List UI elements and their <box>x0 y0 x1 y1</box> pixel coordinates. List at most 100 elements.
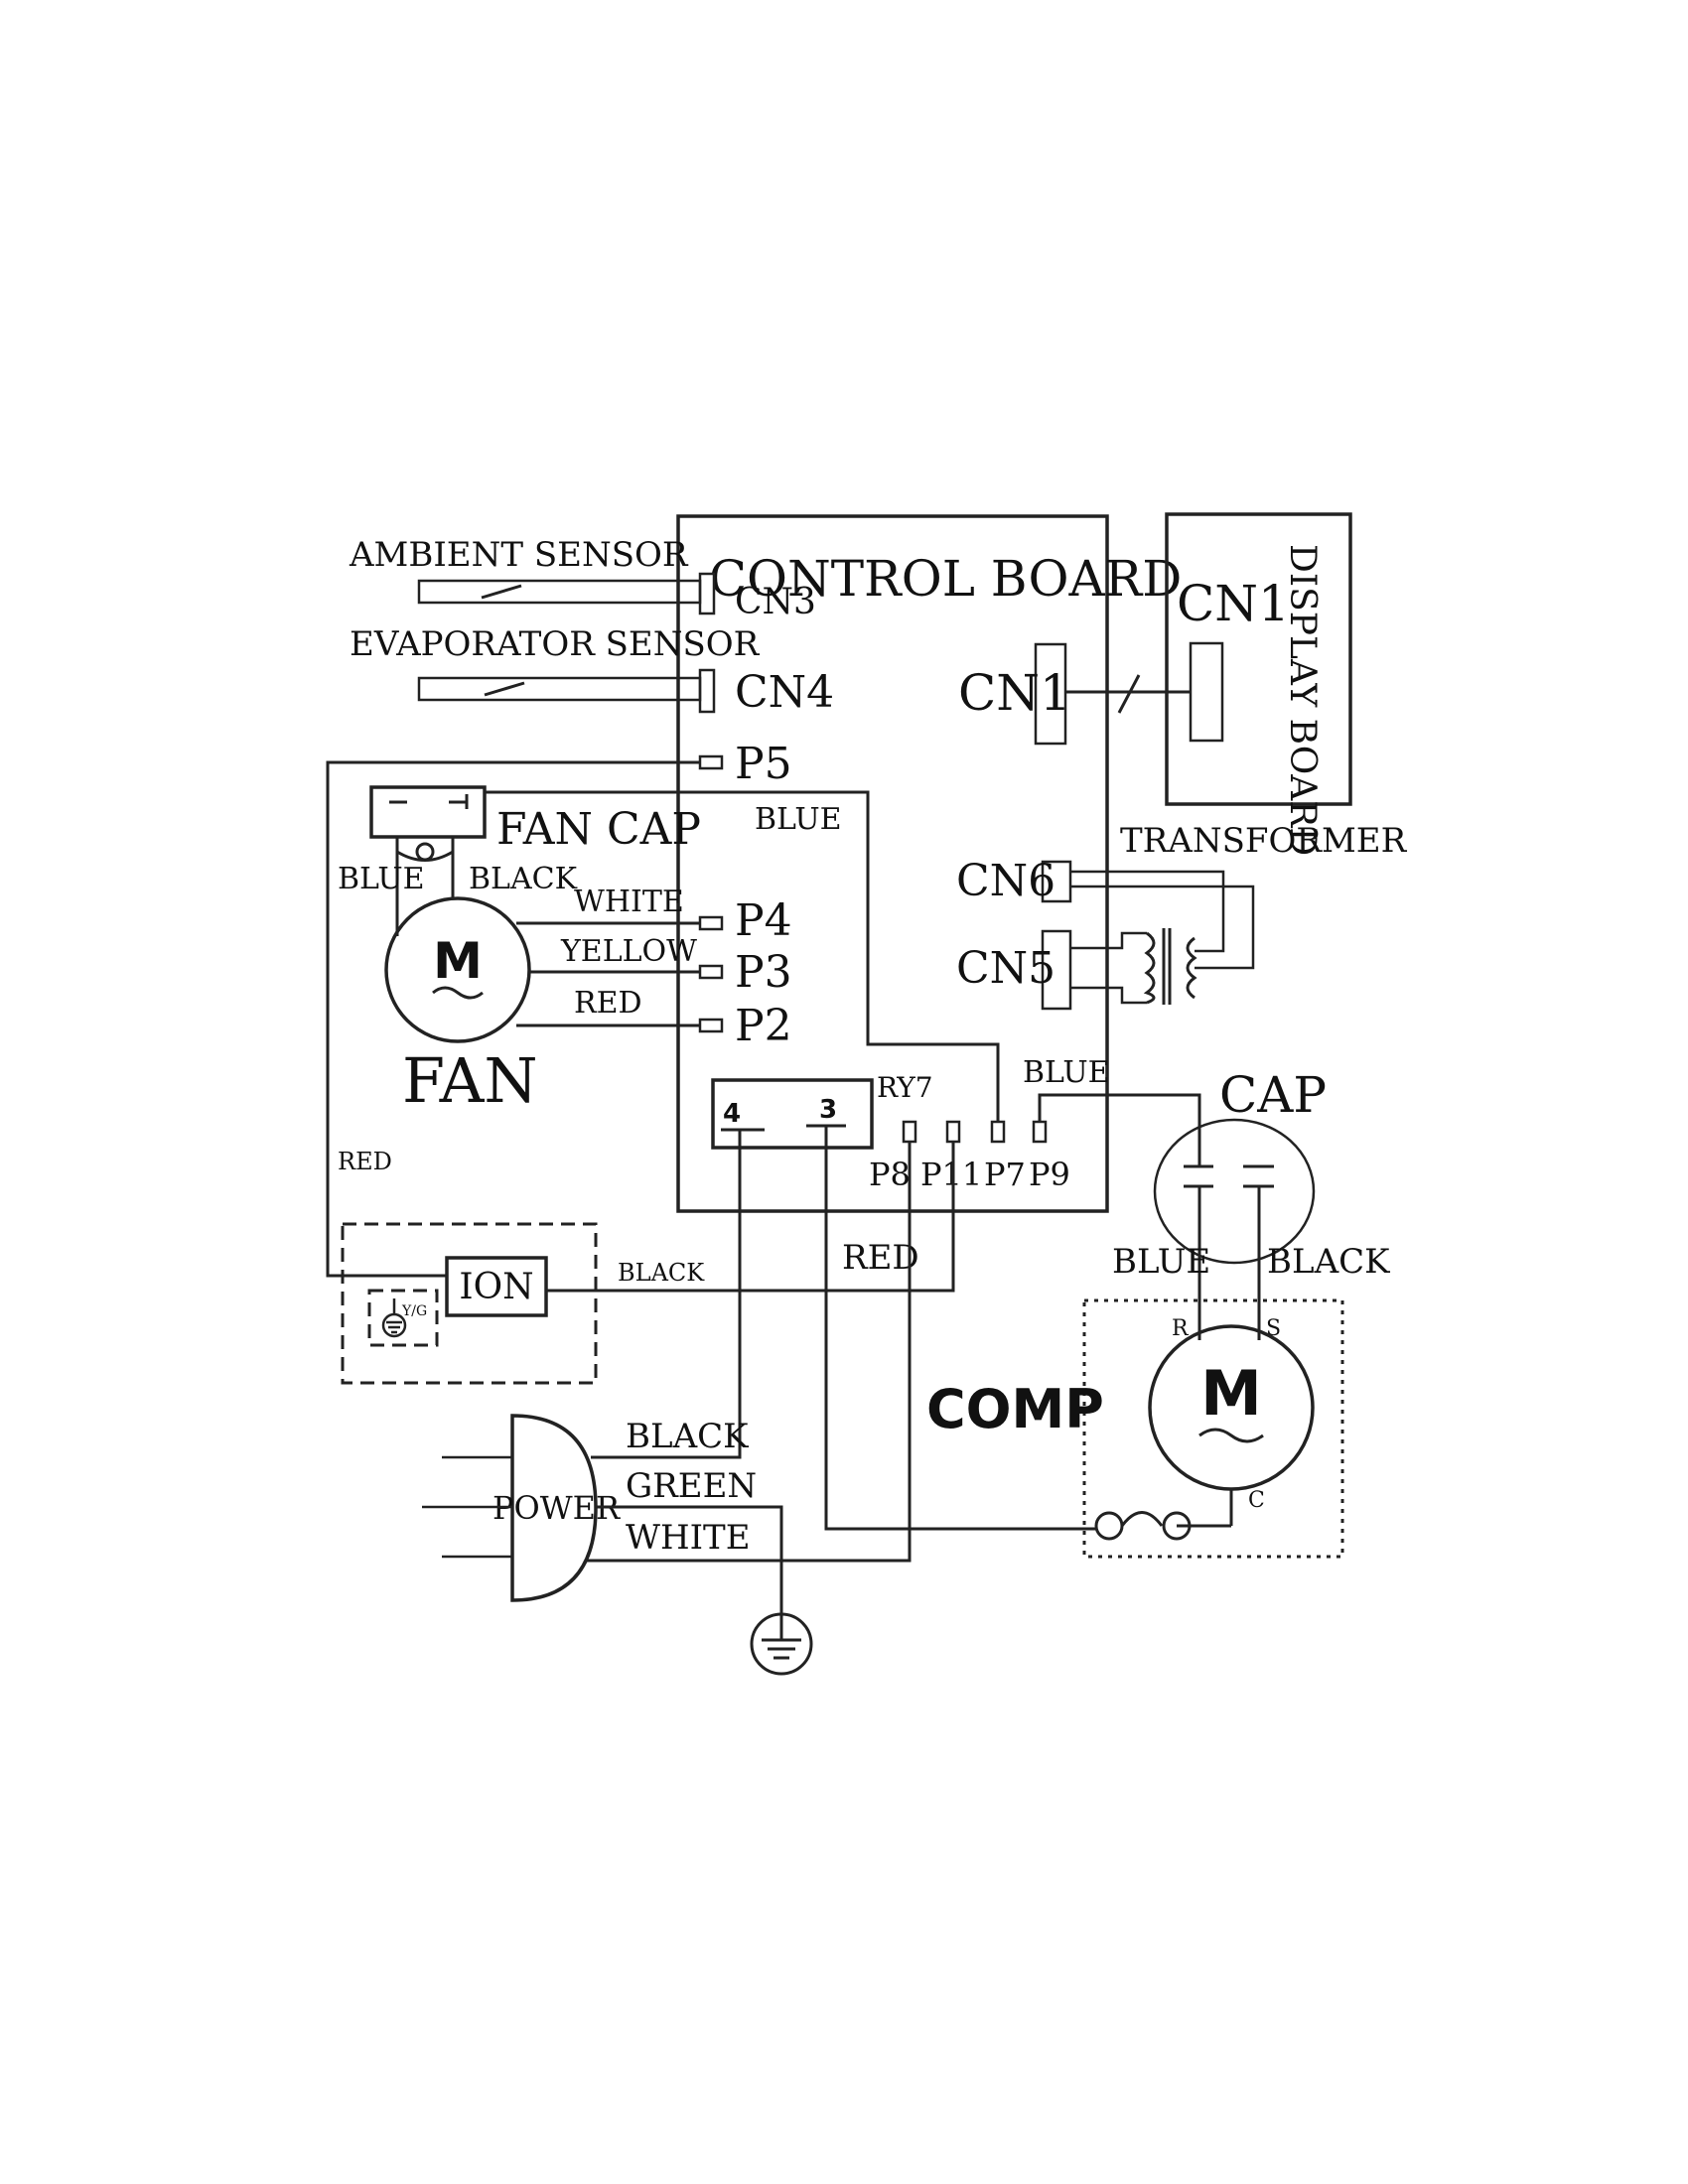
ambient-sensor-label: AMBIENT SENSOR <box>349 535 689 575</box>
cn1-board-label: CN1 <box>958 664 1071 722</box>
overload-arc <box>1120 1511 1164 1527</box>
ion-generator: ION Y/G <box>341 1222 598 1385</box>
wire-label-blue-fan: BLUE <box>338 862 425 896</box>
comp-c-label: C <box>1248 1488 1265 1513</box>
power-plug-body <box>510 1414 598 1602</box>
compressor-enclosure <box>1082 1298 1344 1559</box>
fan-cap-body <box>369 785 487 839</box>
wire-label-blue-cap: BLUE <box>1112 1242 1210 1282</box>
comp-label: COMP <box>926 1378 1104 1440</box>
cn6-wire-a <box>1070 870 1225 953</box>
wire-label-black-power: BLACK <box>626 1417 749 1456</box>
cn6-connector <box>1041 860 1072 903</box>
transformer: TRANSFORMER <box>1070 821 1408 1005</box>
cn1-board-connector <box>1034 642 1067 746</box>
evaporator-sensor-label: EVAPORATOR SENSOR <box>350 624 761 664</box>
p4-terminal <box>698 915 724 931</box>
fan-label: FAN <box>402 1044 538 1117</box>
overload-loop-2 <box>1162 1511 1192 1541</box>
overload-protector <box>1094 1511 1192 1541</box>
black-wire-ion-to-p11 <box>546 1142 955 1293</box>
p7-terminal <box>990 1120 1006 1144</box>
relay-ry7 <box>711 1078 874 1150</box>
p4-label: P4 <box>735 895 792 946</box>
wire-label-white-fan: WHITE <box>574 885 684 919</box>
red-wire-p5-to-ion <box>326 760 700 1278</box>
cn5-connector <box>1041 929 1072 1011</box>
fan-cap-label: FAN CAP <box>496 804 701 855</box>
power-plug: POWER <box>422 1414 621 1602</box>
yg-label: Y/G <box>401 1303 427 1319</box>
blue-wire-fancap-to-p7 <box>485 790 1000 1122</box>
p7-label: P7 <box>984 1156 1026 1193</box>
ion-label: ION <box>459 1267 533 1307</box>
ion-enclosure <box>341 1222 598 1385</box>
cn5-wire-b <box>1070 986 1147 1005</box>
fan-motor-circle <box>384 896 531 1043</box>
control-board: CONTROL BOARD CN3 CN4 P5 P4 P3 P2 CN1 CN… <box>676 514 1183 1213</box>
p3-terminal <box>698 964 724 980</box>
black-wire-power-to-relay4 <box>591 1130 742 1459</box>
relay-contact-4-label: 4 <box>723 1099 741 1129</box>
wire-label-red-fan: RED <box>574 986 642 1021</box>
cn6-label: CN6 <box>956 856 1055 906</box>
ribbon-cable-slash <box>1117 674 1141 714</box>
red-wire-relay3-to-overload <box>824 1126 1096 1531</box>
cn3-connector <box>698 572 716 615</box>
p5-terminal <box>698 754 724 770</box>
ambient-sensor: AMBIENT SENSOR <box>349 535 702 605</box>
relay-contact-3-label: 3 <box>819 1095 837 1125</box>
ion-ground-icon <box>381 1312 407 1338</box>
p5-label: P5 <box>735 739 792 789</box>
fan-motor: M FAN <box>384 896 538 1117</box>
display-board-outline <box>1165 512 1352 806</box>
transformer-primary-coil <box>1143 931 1156 1005</box>
p11-terminal <box>945 1120 961 1144</box>
ambient-sensor-thermistor <box>481 584 522 600</box>
overload-loop-1 <box>1094 1511 1124 1541</box>
ion-ground-box <box>367 1289 439 1347</box>
compressor-capacitor: CAP <box>1153 1066 1327 1265</box>
wire-label-green-power: GREEN <box>626 1466 757 1506</box>
p9-label: P9 <box>1029 1156 1070 1193</box>
display-board-title: DISPLAY BOARD <box>1282 544 1323 856</box>
control-board-title: CONTROL BOARD <box>709 550 1183 608</box>
cn3-label: CN3 <box>735 582 816 622</box>
evaporator-sensor-probe <box>417 676 702 702</box>
fan-wiring: BLUE BLACK WHITE YELLOW RED <box>338 852 700 1027</box>
display-board: CN1 DISPLAY BOARD <box>1165 512 1352 856</box>
ry7-label: RY7 <box>877 1071 933 1104</box>
cn5-wire-a <box>1070 931 1147 950</box>
compressor-motor-symbol: M <box>1200 1357 1262 1430</box>
compressor: COMP R S M C <box>926 1298 1344 1559</box>
white-wire-power-to-p8 <box>586 1142 912 1563</box>
cap-label: CAP <box>1219 1066 1327 1124</box>
p11-label: P11 <box>920 1156 982 1193</box>
blue-wire-p9-to-cap <box>1038 1093 1201 1166</box>
green-wire-power-to-ground <box>596 1505 783 1616</box>
comp-r-label: R <box>1172 1316 1190 1341</box>
fan-motor-symbol: M <box>433 932 483 990</box>
evaporator-sensor: EVAPORATOR SENSOR <box>350 624 761 702</box>
p8-label: P8 <box>869 1156 911 1193</box>
cn5-label: CN5 <box>956 943 1055 994</box>
transformer-label: TRANSFORMER <box>1120 821 1408 861</box>
wire-label-black-fan: BLACK <box>469 862 578 896</box>
wire-label-red-left: RED <box>338 1148 392 1175</box>
p3-label: P3 <box>735 947 792 998</box>
ground-icon <box>750 1612 813 1676</box>
wire-label-red-mid: RED <box>842 1238 919 1278</box>
fan-cap-leads <box>395 837 455 862</box>
ground-circle <box>750 1612 813 1676</box>
wire-label-blue-top: BLUE <box>755 802 842 837</box>
fan-capacitor: FAN CAP <box>369 785 701 862</box>
fan-motor-tilde <box>432 986 484 1000</box>
compressor-motor-tilde <box>1198 1428 1264 1443</box>
wire-label-white-power: WHITE <box>626 1518 751 1558</box>
wire-label-blue-p9: BLUE <box>1023 1055 1110 1090</box>
p2-terminal <box>698 1018 724 1033</box>
wire-label-yellow-fan: YELLOW <box>560 934 697 969</box>
p2-label: P2 <box>735 1001 792 1051</box>
fan-cap-junction <box>415 842 435 862</box>
